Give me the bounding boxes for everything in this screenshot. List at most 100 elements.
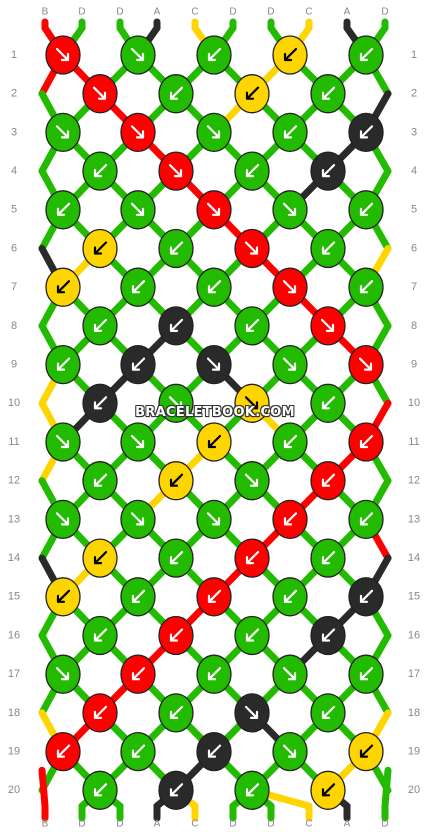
- arrow-down-left-icon: [321, 705, 336, 719]
- knot: [82, 461, 118, 501]
- knot: [120, 731, 156, 772]
- arrow-down-right-icon: [282, 667, 297, 681]
- arrow-down-left-icon: [131, 744, 146, 758]
- knot: [234, 770, 270, 810]
- arrow-down-left-icon: [283, 434, 298, 449]
- knot: [158, 228, 194, 269]
- knot: [158, 306, 194, 346]
- arrow-down-right-icon: [55, 512, 70, 526]
- arrow-down-left-icon: [93, 396, 108, 410]
- string-label-bottom: D: [78, 819, 85, 830]
- arrow-down-left-icon: [93, 705, 108, 719]
- knot: [120, 422, 156, 462]
- arrow-down-left-icon: [321, 241, 336, 255]
- knot: [234, 383, 270, 423]
- row-number-right: 8: [411, 320, 417, 332]
- arrow-down-right-icon: [168, 164, 183, 178]
- knot: [120, 654, 156, 694]
- knot: [196, 577, 232, 617]
- arrow-down-right-icon: [282, 202, 297, 216]
- knot: [82, 228, 118, 269]
- knot: [348, 267, 384, 307]
- knot: [82, 770, 118, 810]
- arrow-down-left-icon: [359, 667, 374, 681]
- knot: [45, 577, 81, 617]
- arrow-down-right-icon: [130, 202, 145, 216]
- knot: [120, 499, 156, 540]
- row-number-left: 17: [8, 668, 20, 680]
- arrow-down-left-icon: [169, 86, 184, 100]
- knot: [234, 461, 270, 501]
- arrow-down-left-icon: [245, 783, 260, 797]
- arrow-down-left-icon: [131, 280, 146, 294]
- row-number-right: 2: [411, 88, 417, 100]
- string-label-bottom: D: [229, 819, 236, 830]
- row-number-left: 4: [11, 165, 17, 177]
- arrow-down-right-icon: [282, 280, 297, 294]
- knot-layer: [45, 35, 384, 810]
- knot: [310, 538, 346, 578]
- arrow-down-left-icon: [359, 125, 374, 139]
- arrow-down-right-icon: [282, 357, 297, 371]
- row-number-left: 7: [11, 281, 17, 293]
- string-label-bottom: D: [381, 819, 388, 830]
- arrow-down-right-icon: [55, 434, 70, 449]
- knot: [82, 615, 118, 656]
- watermark: BRACELETBOOK.COM: [135, 405, 295, 420]
- arrow-down-left-icon: [93, 473, 108, 487]
- knot: [310, 693, 346, 733]
- arrow-down-left-icon: [56, 357, 71, 371]
- arrow-down-right-icon: [244, 473, 259, 487]
- knot: [158, 151, 194, 191]
- knot: [196, 112, 232, 153]
- string-label-top: A: [344, 7, 351, 18]
- string-label-top: D: [78, 7, 85, 18]
- row-number-left: 3: [11, 126, 17, 138]
- arrow-down-right-icon: [55, 667, 70, 681]
- knot: [120, 344, 156, 385]
- row-number-right: 17: [408, 668, 420, 680]
- row-number-right: 9: [411, 359, 417, 371]
- row-number-right: 20: [408, 784, 420, 796]
- arrow-down-left-icon: [93, 628, 108, 642]
- arrow-down-left-icon: [131, 589, 146, 603]
- knot: [310, 151, 346, 191]
- arrow-down-left-icon: [169, 241, 184, 255]
- knot: [120, 112, 156, 153]
- row-number-left: 12: [8, 475, 20, 487]
- row-number-right: 3: [411, 126, 417, 138]
- string-label-bottom: C: [305, 819, 312, 830]
- arrow-down-left-icon: [321, 164, 336, 178]
- knot: [196, 499, 232, 540]
- arrow-down-left-icon: [321, 551, 336, 565]
- knot: [45, 267, 81, 307]
- arrow-down-right-icon: [320, 318, 335, 332]
- knot: [234, 151, 270, 191]
- arrow-down-left-icon: [359, 589, 374, 603]
- string-label-bottom: B: [42, 819, 49, 830]
- arrow-down-left-icon: [245, 628, 260, 642]
- arrow-down-left-icon: [169, 318, 184, 332]
- string-label-bottom: D: [116, 819, 123, 830]
- row-number-right: 7: [411, 281, 417, 293]
- row-number-right: 5: [411, 204, 417, 216]
- string-label-top: C: [191, 7, 198, 18]
- knot: [310, 228, 346, 269]
- knot: [310, 383, 346, 423]
- knot: [234, 228, 270, 269]
- row-number-right: 16: [408, 629, 420, 641]
- knot: [45, 422, 81, 462]
- knot: [82, 693, 118, 733]
- arrow-down-left-icon: [131, 667, 146, 681]
- arrow-down-right-icon: [282, 744, 297, 758]
- arrow-down-left-icon: [359, 280, 374, 294]
- arrow-down-right-icon: [206, 357, 221, 371]
- knot: [272, 577, 308, 617]
- arrow-down-right-icon: [206, 202, 221, 216]
- row-number-right: 1: [411, 49, 417, 61]
- knot: [272, 654, 308, 694]
- knot: [45, 499, 81, 540]
